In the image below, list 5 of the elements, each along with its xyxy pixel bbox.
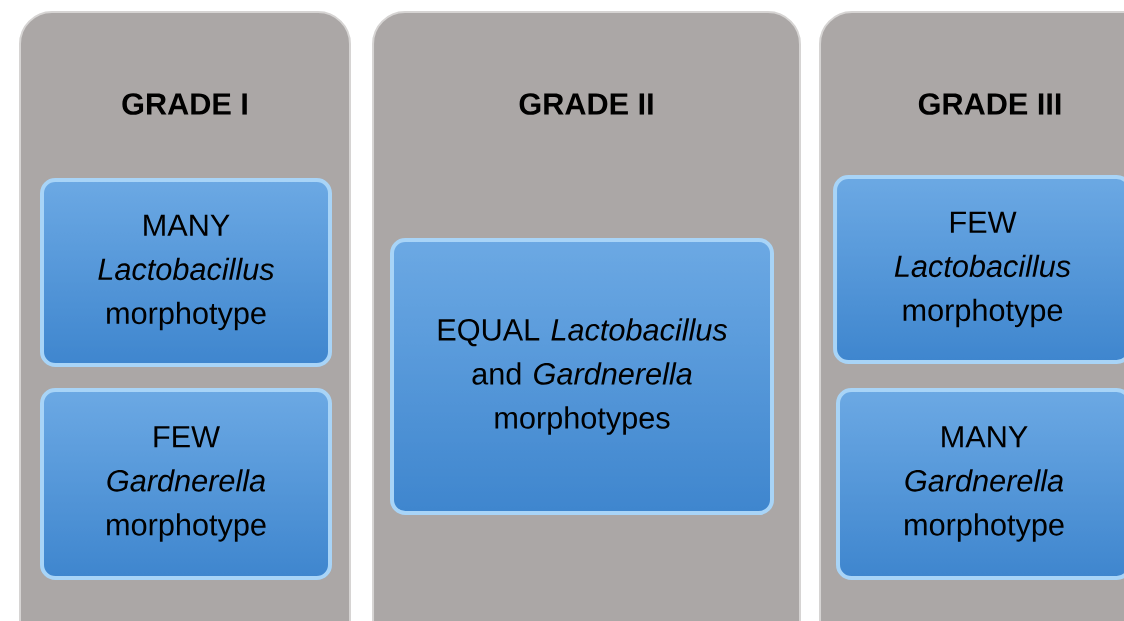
morphotype-box: MANY Gardnerella morphotype xyxy=(836,388,1124,580)
morphotype-box: MANY Lactobacillus morphotype xyxy=(40,177,332,368)
morphotype-box: FEW Lactobacillus morphotype xyxy=(833,174,1124,365)
morphotype-box: EQUAL Lactobacillus and Gardnerella morphotypes xyxy=(390,237,774,516)
morphotype-box: FEW Gardnerella morphotype xyxy=(40,388,332,580)
